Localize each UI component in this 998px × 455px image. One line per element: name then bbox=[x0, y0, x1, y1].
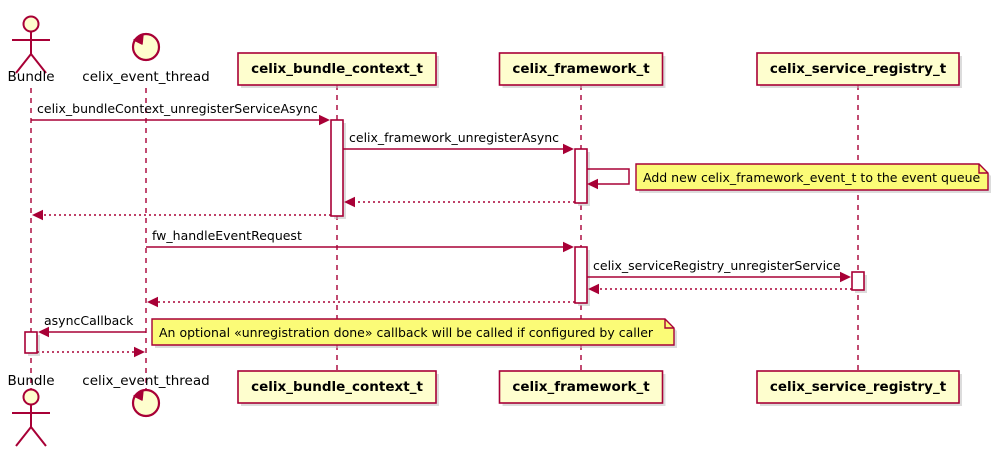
self-message-line bbox=[587, 168, 630, 185]
participant-box-framework-top[interactable] bbox=[498, 52, 664, 86]
arrow-head bbox=[563, 143, 574, 155]
activation-bar-a1 bbox=[330, 119, 344, 217]
arrow-head bbox=[319, 114, 330, 126]
actor-leg-right bbox=[30, 53, 47, 74]
message-label-m2: celix_framework_unregisterAsync bbox=[349, 130, 560, 145]
participant-label-framework: celix_framework_t bbox=[512, 379, 650, 395]
participant-box-service_registry-top[interactable] bbox=[756, 52, 960, 86]
activation-bar-a3 bbox=[574, 246, 588, 304]
message-m6[interactable] bbox=[146, 241, 574, 253]
actor-leg-right bbox=[30, 426, 47, 447]
arrow-head bbox=[32, 209, 43, 221]
participant-label-event_thread-top: celix_event_thread bbox=[82, 69, 210, 85]
actor-leg-left bbox=[15, 426, 32, 447]
participant-label-bundle_context: celix_bundle_context_t bbox=[251, 379, 423, 395]
arrow-head bbox=[563, 241, 574, 253]
message-label-m7: celix_serviceRegistry_unregisterService bbox=[593, 258, 841, 273]
message-m5[interactable] bbox=[32, 209, 331, 221]
arrow-head bbox=[147, 296, 158, 308]
message-m7[interactable] bbox=[587, 271, 851, 283]
message-m3[interactable] bbox=[587, 168, 630, 190]
activation-bar-a5 bbox=[24, 331, 38, 354]
message-m10[interactable] bbox=[38, 326, 146, 338]
note-n2 bbox=[151, 318, 677, 348]
arrow-head bbox=[840, 271, 851, 283]
note-body bbox=[151, 318, 675, 346]
arrow-head bbox=[344, 196, 355, 208]
participant-label-bundle-top: Bundle bbox=[7, 69, 55, 85]
message-label-m10: asyncCallback bbox=[44, 313, 134, 328]
arrow-head bbox=[588, 283, 599, 295]
arrow-head bbox=[38, 326, 49, 338]
control-arrow bbox=[133, 389, 144, 401]
note-body bbox=[635, 163, 989, 191]
participant-label-event_thread-bottom: celix_event_thread bbox=[82, 373, 210, 389]
actor-leg-left bbox=[15, 53, 32, 74]
actor-head bbox=[22, 15, 40, 33]
actor-head bbox=[22, 388, 40, 406]
participant-box-service_registry-bottom[interactable] bbox=[756, 370, 960, 404]
arrow-head bbox=[134, 346, 145, 358]
participant-box-framework-bottom[interactable] bbox=[498, 370, 664, 404]
participant-box-bundle_context-top[interactable] bbox=[237, 52, 437, 86]
note-n1 bbox=[635, 163, 991, 193]
control-icon-event_thread bbox=[131, 388, 161, 418]
note-text-n2: An optional «unregistration done» callba… bbox=[159, 325, 654, 340]
message-m9[interactable] bbox=[147, 296, 575, 308]
message-m1[interactable] bbox=[31, 114, 330, 126]
participant-box-bundle_context-bottom[interactable] bbox=[237, 370, 437, 404]
note-fold bbox=[978, 164, 988, 174]
participant-label-service_registry: celix_service_registry_t bbox=[769, 379, 947, 395]
actor-icon-bundle bbox=[12, 388, 50, 447]
message-label-m1: celix_bundleContext_unregisterServiceAsy… bbox=[37, 101, 318, 116]
note-text-n1: Add new celix_framework_event_t to the e… bbox=[643, 170, 981, 185]
control-icon-event_thread bbox=[131, 32, 161, 62]
participant-label-service_registry: celix_service_registry_t bbox=[769, 61, 947, 77]
message-m2[interactable] bbox=[343, 143, 574, 155]
participant-label-bundle-bottom: Bundle bbox=[7, 373, 55, 389]
message-m4[interactable] bbox=[344, 196, 575, 208]
arrow-head bbox=[587, 178, 598, 190]
activation-bar-a4 bbox=[851, 271, 865, 291]
activation-bar-a2 bbox=[574, 148, 588, 204]
message-label-m6: fw_handleEventRequest bbox=[152, 228, 302, 243]
message-m11[interactable] bbox=[37, 346, 145, 358]
control-arrow bbox=[133, 33, 144, 45]
actor-icon-bundle bbox=[12, 15, 50, 74]
participant-label-framework: celix_framework_t bbox=[512, 61, 650, 77]
participant-label-bundle_context: celix_bundle_context_t bbox=[251, 61, 423, 77]
message-m8[interactable] bbox=[588, 283, 852, 295]
note-fold bbox=[664, 319, 674, 329]
